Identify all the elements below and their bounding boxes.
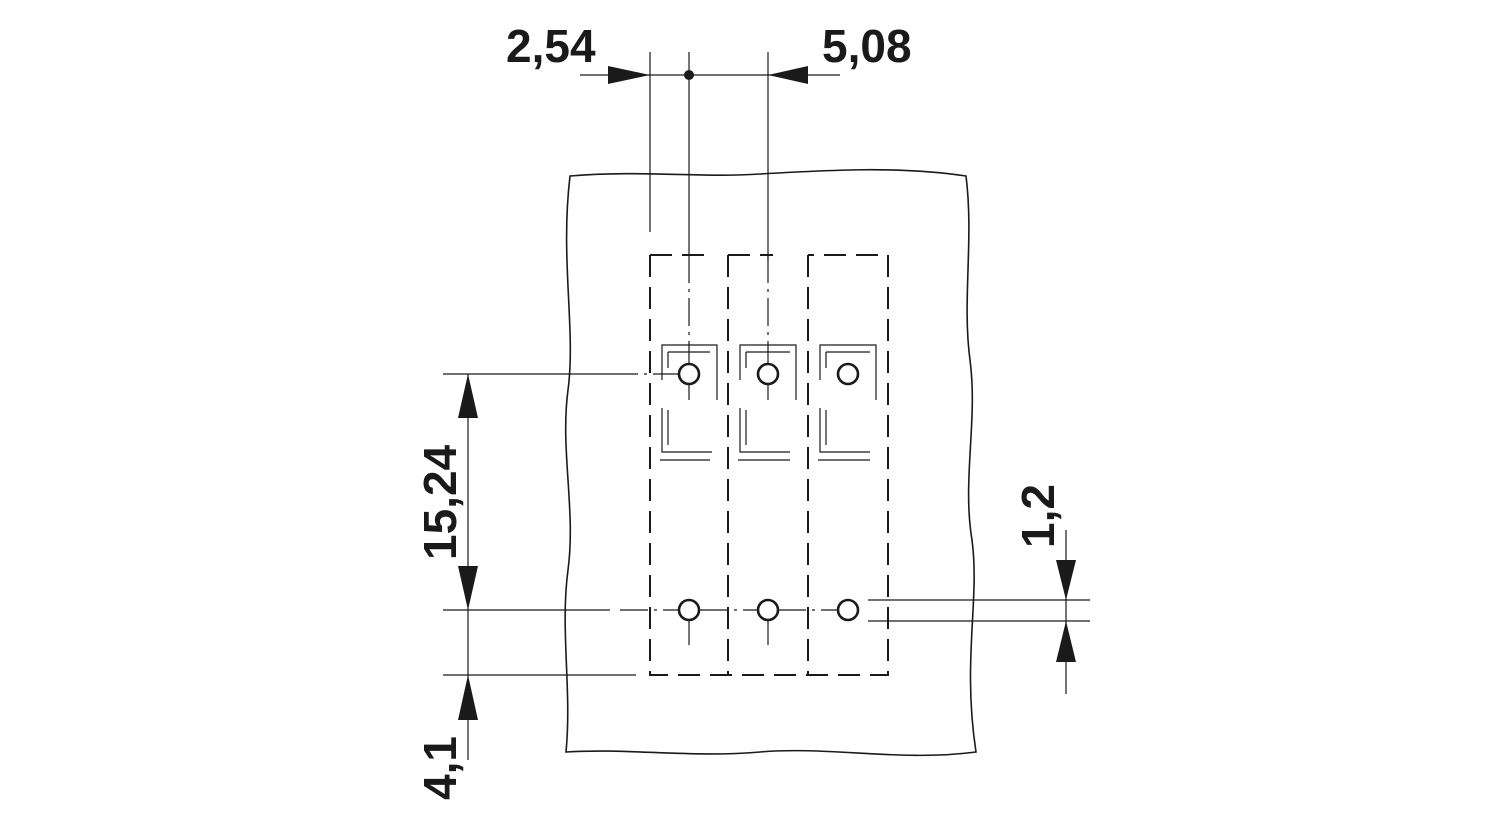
drill-hole: [836, 598, 860, 622]
dimension-label-pitch-half: 2,54: [506, 20, 596, 72]
dimension-row-spacing: [443, 373, 636, 760]
drill-hole: [756, 598, 780, 622]
center-lines: [610, 255, 838, 645]
drill-hole: [836, 362, 860, 386]
dimension-pitch: [580, 52, 840, 260]
dimension-label-hole-diameter: 1,2: [1012, 484, 1064, 548]
pcb-board-outline: [564, 168, 977, 757]
drill-holes-row-bottom: [677, 598, 860, 622]
dimension-label-pitch: 5,08: [822, 20, 912, 72]
dimension-label-row-spacing: 15,24: [414, 444, 466, 560]
connector-housing: [649, 254, 889, 676]
drill-hole: [677, 362, 701, 386]
drill-hole: [677, 598, 701, 622]
dimension-label-edge-offset: 4,1: [414, 736, 466, 800]
drill-hole: [756, 362, 780, 386]
dimension-hole-diameter: [868, 530, 1090, 694]
drill-holes-row-top: [677, 362, 860, 386]
